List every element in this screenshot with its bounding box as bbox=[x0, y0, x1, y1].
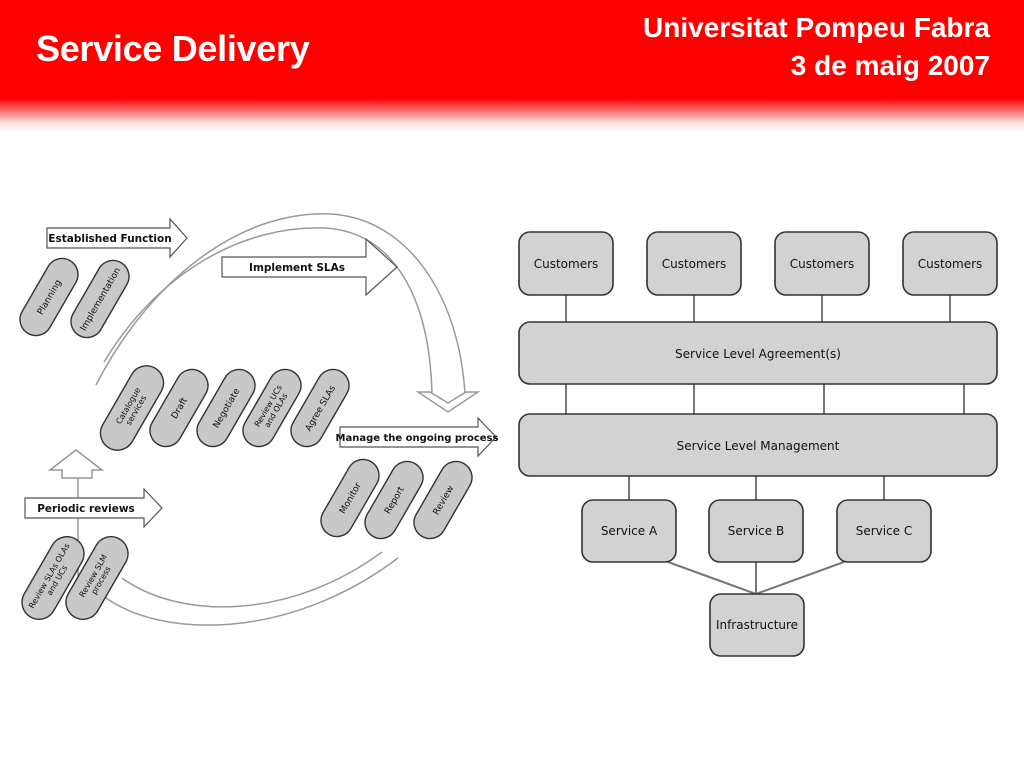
process-cycle-diagram: Established Function Implement SLAs Mana… bbox=[19, 213, 499, 626]
slm-label: Service Level Management bbox=[677, 439, 840, 453]
customer-box: Customers bbox=[774, 231, 870, 296]
sla-box: Service Level Agreement(s) bbox=[518, 321, 998, 385]
header-banner: Service Delivery Universitat Pompeu Fabr… bbox=[0, 0, 1024, 132]
service-hierarchy-diagram: Customers Customers Customers Customers … bbox=[518, 231, 998, 657]
customer-box: Customers bbox=[646, 231, 742, 296]
customer-label: Customers bbox=[790, 257, 855, 271]
arrow-established-function: Established Function bbox=[46, 217, 188, 259]
arrow-label-implement: Implement SLAs bbox=[249, 262, 345, 274]
service-box: Service C bbox=[836, 499, 932, 563]
institution-name: Universitat Pompeu Fabra bbox=[643, 12, 990, 43]
process-step-pill: Monitor bbox=[320, 458, 380, 538]
process-step-pill: Review bbox=[413, 460, 473, 540]
service-label: Service C bbox=[856, 524, 913, 538]
customer-label: Customers bbox=[662, 257, 727, 271]
slide-title: Service Delivery bbox=[36, 28, 310, 69]
presentation-date: 3 de maig 2007 bbox=[790, 50, 990, 81]
arrow-label-established: Established Function bbox=[48, 233, 171, 245]
customer-box: Customers bbox=[902, 231, 998, 296]
sla-label: Service Level Agreement(s) bbox=[675, 347, 841, 361]
slm-box: Service Level Management bbox=[518, 413, 998, 477]
curve-arrowhead-right bbox=[415, 391, 481, 413]
arrow-periodic-reviews: Periodic reviews bbox=[24, 487, 163, 529]
process-step-pill: Report bbox=[364, 460, 424, 540]
curve-arrowhead-up bbox=[47, 449, 105, 479]
process-step-pill: Draft bbox=[149, 368, 209, 448]
customer-label: Customers bbox=[534, 257, 599, 271]
curve-top-outer bbox=[95, 213, 466, 396]
arrow-label-periodic: Periodic reviews bbox=[37, 503, 135, 515]
header-institution-block: Universitat Pompeu Fabra 3 de maig 2007 bbox=[643, 9, 990, 85]
curve-top-inner bbox=[103, 227, 433, 396]
arrow-label-manage: Manage the ongoing process bbox=[336, 433, 499, 444]
customer-label: Customers bbox=[918, 257, 983, 271]
customer-box: Customers bbox=[518, 231, 614, 296]
infrastructure-box: Infrastructure bbox=[709, 593, 805, 657]
service-label: Service B bbox=[728, 524, 784, 538]
curve-bottom-outer bbox=[101, 557, 399, 626]
infrastructure-label: Infrastructure bbox=[716, 618, 798, 632]
service-label: Service A bbox=[601, 524, 658, 538]
service-box: Service B bbox=[708, 499, 804, 563]
arrow-implement-slas: Implement SLAs bbox=[221, 237, 398, 297]
hierarchy-connectors bbox=[565, 295, 965, 595]
service-box: Service A bbox=[581, 499, 677, 563]
process-step-pill: Planning bbox=[19, 257, 79, 337]
arrow-manage-ongoing: Manage the ongoing process bbox=[336, 416, 499, 458]
curve-bottom-inner bbox=[121, 551, 383, 608]
